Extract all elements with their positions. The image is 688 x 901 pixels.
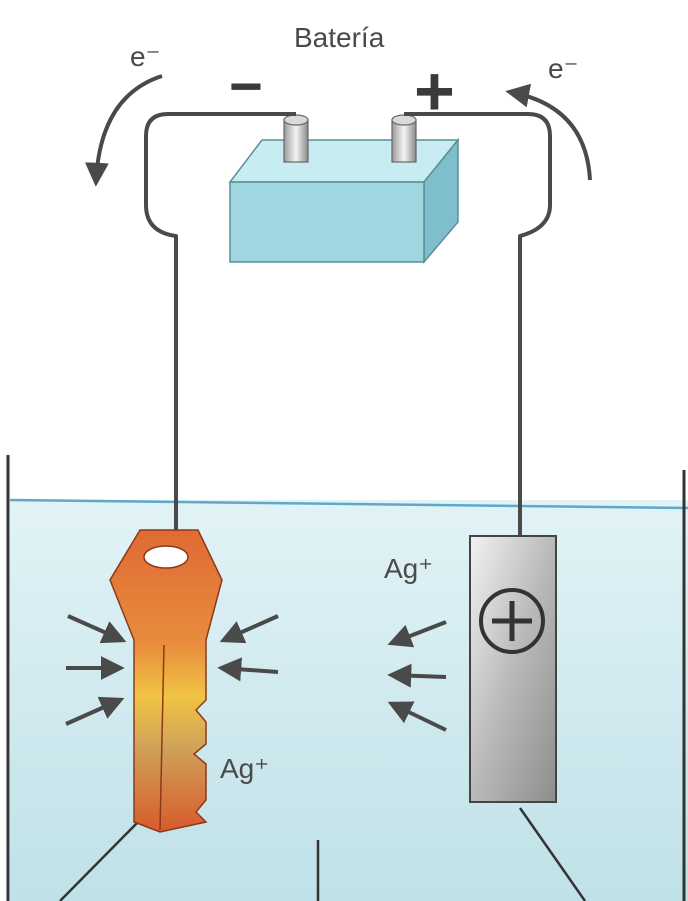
ion-arrow [387,701,447,732]
ion-label-top: Ag⁺ [384,553,434,584]
ion-label-bottom: Ag⁺ [220,753,270,784]
ion-migration-arrows [65,614,447,732]
ion-arrow [67,614,127,644]
beaker [6,455,686,901]
ion-arrow [217,657,279,682]
electron-flow-arrow-left [84,74,163,187]
battery-negative-terminal [283,114,309,163]
silver-anode-plate [469,535,557,803]
solution [9,498,688,901]
ion-arrow [65,696,125,726]
battery-positive-terminal [391,114,417,163]
electron-flow-arrow-right [505,83,592,181]
key-hole [143,545,189,569]
ion-arrow [387,663,447,688]
ion-arrow [387,620,447,648]
battery-face [229,181,425,263]
ion-arrow [219,614,279,644]
battery-negative-sign: − [229,54,263,119]
key-cathode [109,529,223,833]
circuit-wire [144,112,552,540]
anode-symbol-circle [479,588,545,654]
battery [228,114,460,265]
key-groove [159,644,165,831]
solution-surface [9,498,688,510]
battery-title: Batería [294,22,385,53]
battery-positive-sign: + [414,52,455,130]
electron-label-right: e⁻ [548,53,579,84]
electron-label-left: e⁻ [130,41,161,72]
